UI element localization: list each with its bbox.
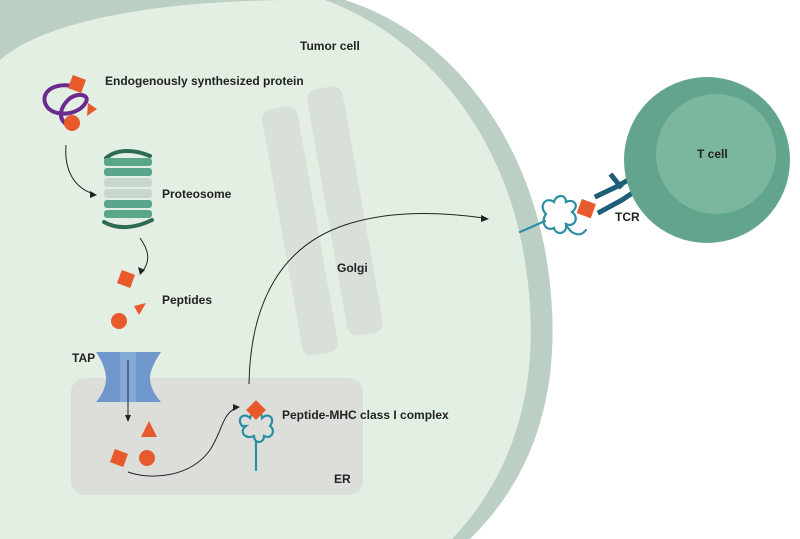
peptides-label: Peptides <box>162 293 212 307</box>
er-peptides-group <box>110 421 157 467</box>
arrow-mhc-to-surface <box>248 213 485 385</box>
protein-chain-icon <box>42 75 97 131</box>
t-cell <box>624 77 790 243</box>
surface-mhc-icon <box>518 194 588 236</box>
tcr-label: TCR <box>615 210 640 224</box>
tumor-cell-label: Tumor cell <box>300 39 360 53</box>
surface-peptide <box>576 199 596 219</box>
proteasome-icon <box>102 149 154 229</box>
tap-label: TAP <box>72 351 95 365</box>
mhc-class-i-icon <box>238 410 274 472</box>
t-cell-label: T cell <box>697 147 728 161</box>
golgi <box>262 86 383 356</box>
peptides-group <box>111 270 146 329</box>
er-label: ER <box>334 472 351 486</box>
complex-label: Peptide-MHC class I complex <box>282 408 449 422</box>
proteasome-label: Proteosome <box>162 187 232 201</box>
arrow-peptides-to-mhc <box>127 407 237 477</box>
golgi-label: Golgi <box>337 261 368 275</box>
protein-label: Endogenously synthesized protein <box>105 74 304 88</box>
arrow-protein-to-proteasome <box>65 144 95 195</box>
